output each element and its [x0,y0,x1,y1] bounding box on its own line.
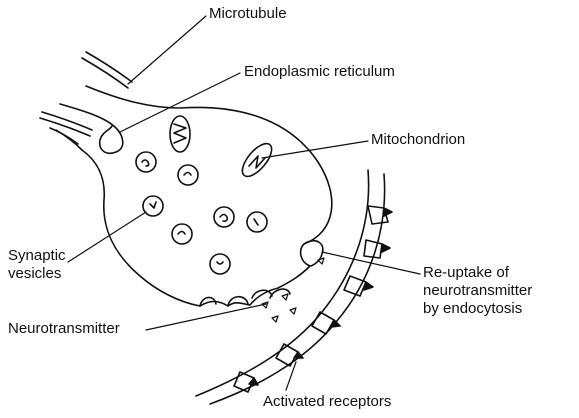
label-endoplasmic-reticulum: Endoplasmic reticulum [244,63,395,81]
label-reuptake: Re-uptake of neurotransmitter by endocyt… [423,264,532,318]
synaptic-vesicles [136,152,267,274]
leader-neurotransmitter [146,304,266,330]
postsynaptic-membrane [196,170,385,404]
label-synaptic-vesicles: Synaptic vesicles [8,247,66,283]
leader-microtubule [128,16,206,84]
mitochondrion-1 [170,116,190,152]
receptors [234,206,388,392]
label-neurotransmitter: Neurotransmitter [8,320,120,338]
label-microtubule: Microtubule [209,5,287,23]
label-mitochondrion: Mitochondrion [371,131,465,149]
leader-synaptic-vesicles [68,212,146,262]
mitochondrion-2 [237,139,277,181]
terminal-outline-outer [82,86,332,306]
leader-mitochondrion [262,141,368,158]
label-activated-receptors: Activated receptors [263,393,391,411]
leader-reuptake [322,252,420,274]
